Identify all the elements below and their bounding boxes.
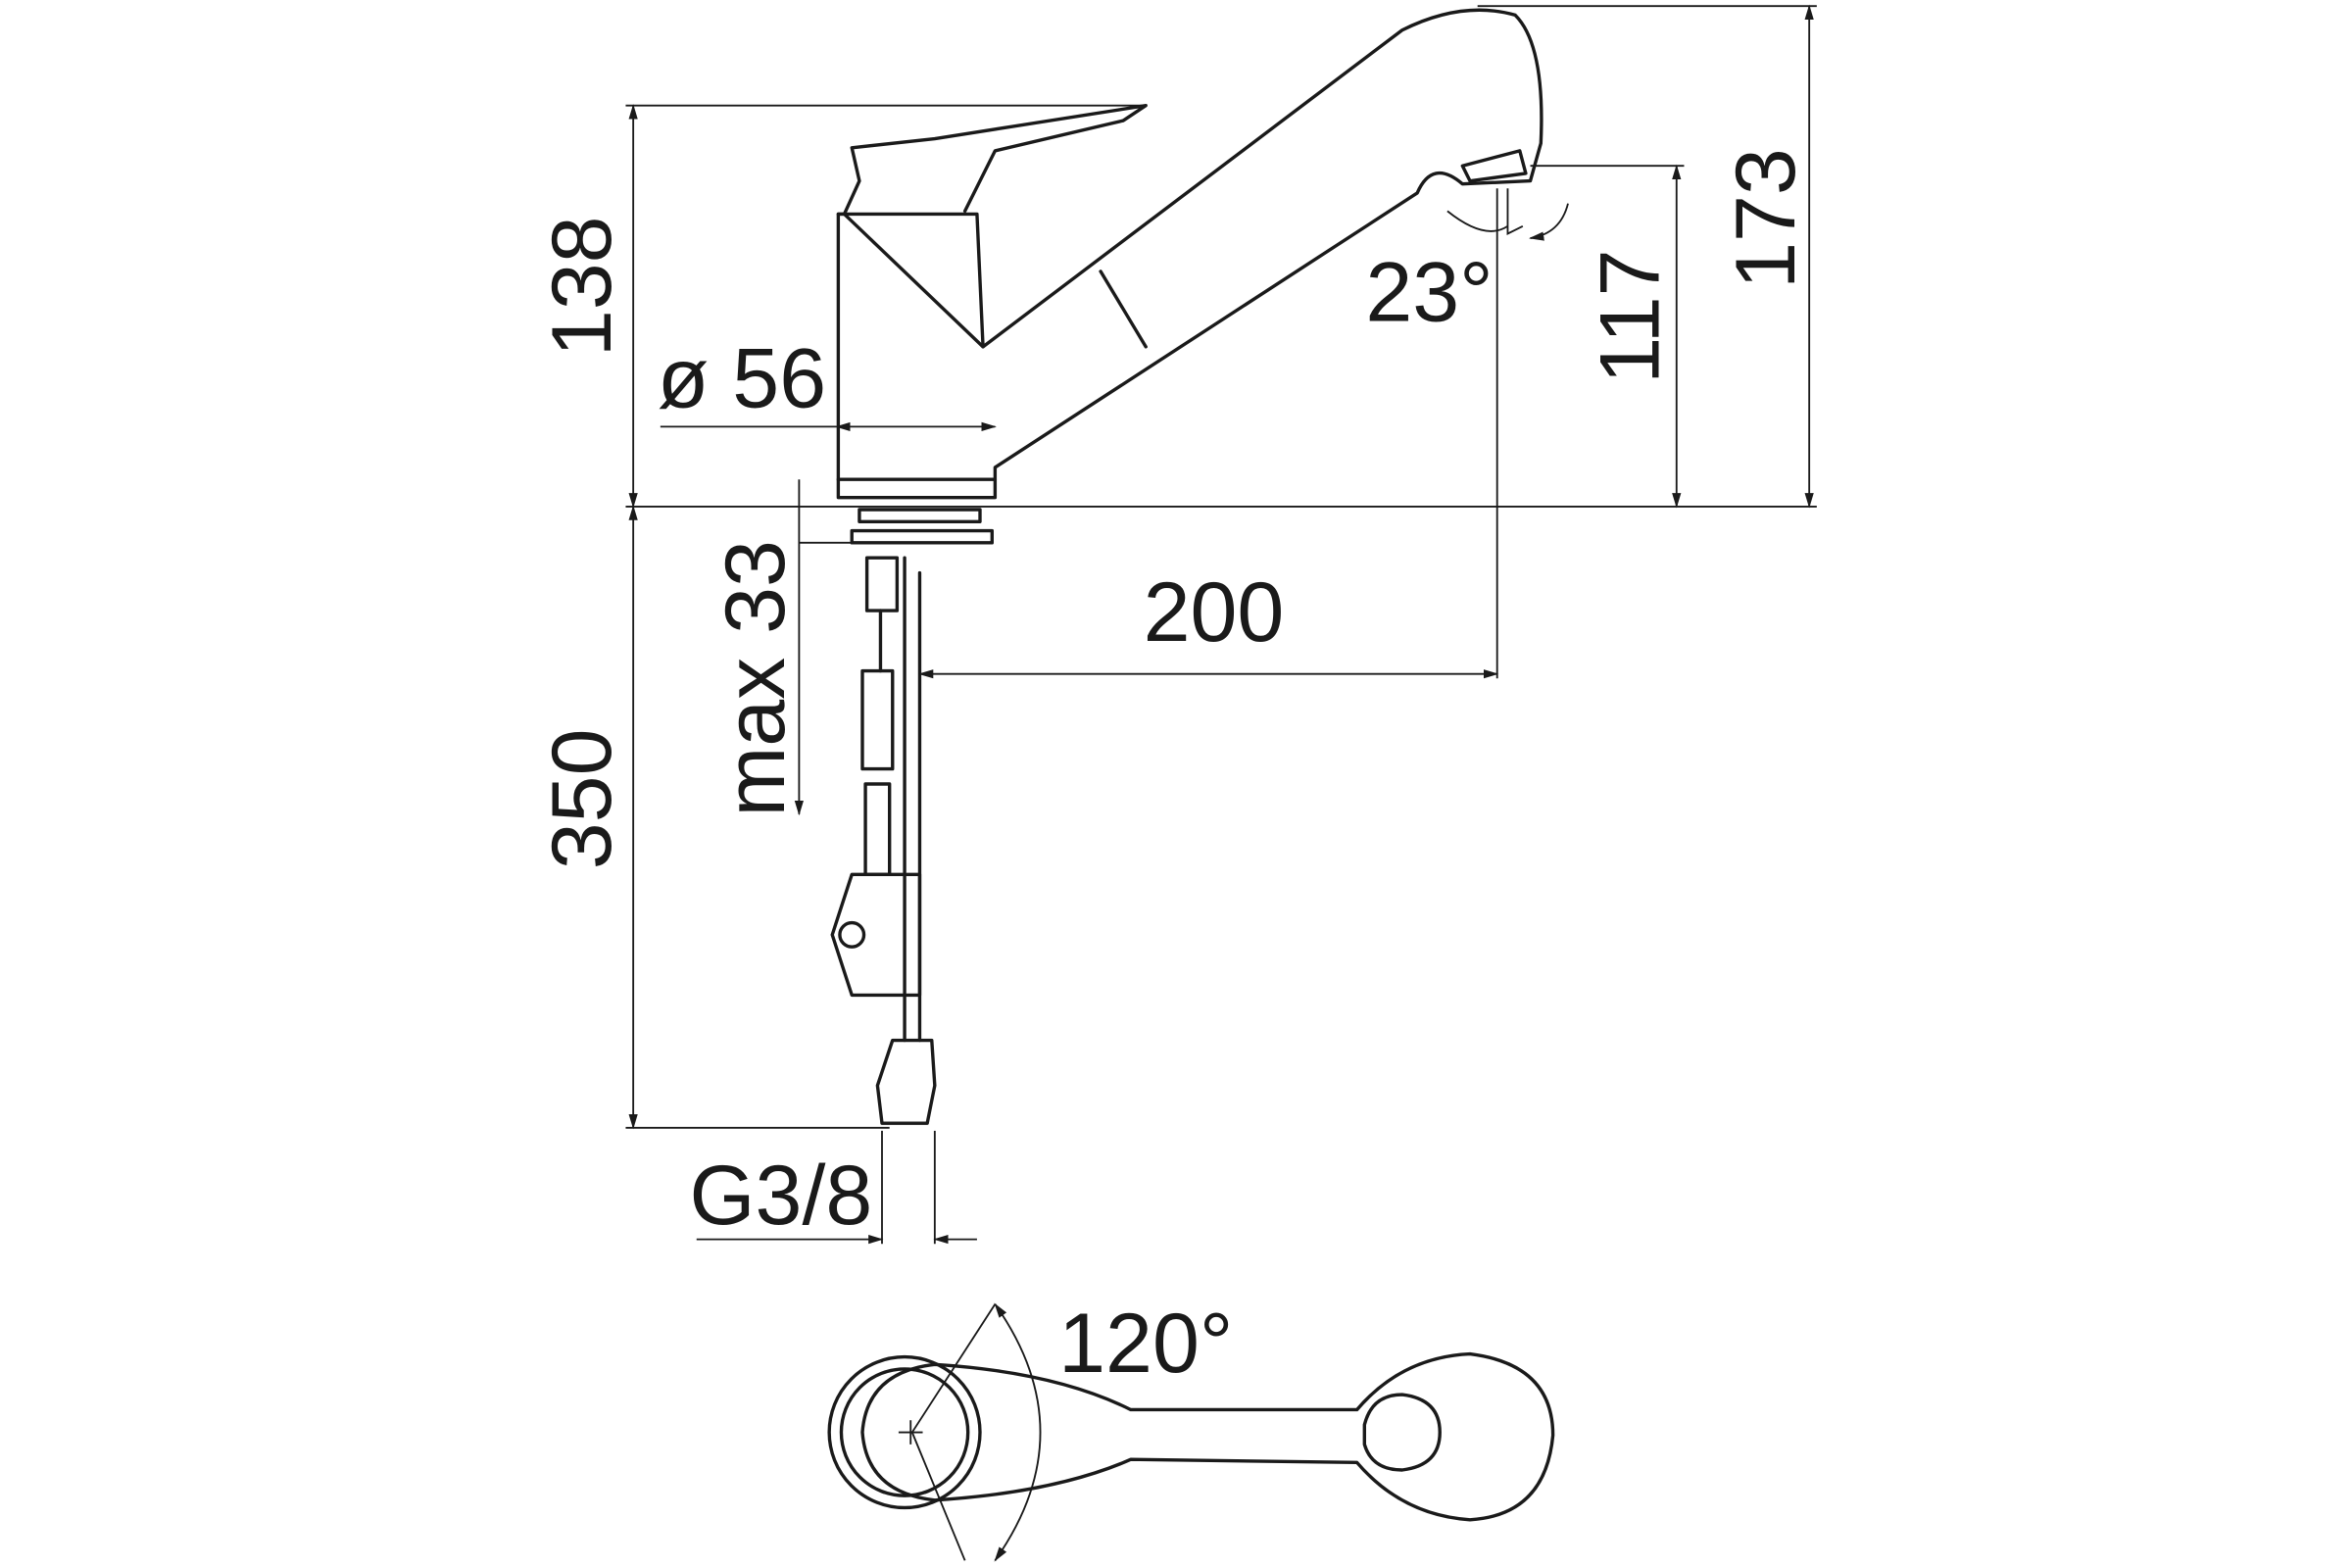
- lever-handle: [842, 104, 1148, 217]
- dim-173: 173: [1719, 148, 1813, 289]
- hose-weight: [830, 872, 922, 998]
- hose-nut: [875, 1038, 937, 1125]
- dimension-lines: [625, 4, 1817, 1245]
- spout-top-outline: [860, 1351, 1555, 1522]
- dim-g3-8: G3/8: [690, 1149, 873, 1243]
- dim-angle-23: 23°: [1365, 246, 1493, 340]
- supply-hose-fittings: [860, 556, 900, 877]
- dim-200: 200: [1144, 565, 1285, 660]
- dim-117: 117: [1583, 249, 1677, 383]
- spray-head-top: [1362, 1393, 1442, 1472]
- mounting-plate: [850, 508, 995, 545]
- spout-body: [836, 8, 1544, 500]
- dim-138: 138: [535, 216, 629, 357]
- dim-angle-120: 120°: [1058, 1297, 1233, 1391]
- dim-max-33: max 33: [709, 540, 803, 816]
- dim-350: 350: [535, 729, 629, 870]
- faucet-top-view: [827, 1302, 1555, 1562]
- faucet-side-view: [625, 8, 1817, 1125]
- screw-icon: [838, 920, 866, 949]
- dim-diameter-56: ø 56: [658, 331, 826, 425]
- spray-head-outlet: [1460, 149, 1528, 183]
- spout-joint: [1099, 270, 1148, 349]
